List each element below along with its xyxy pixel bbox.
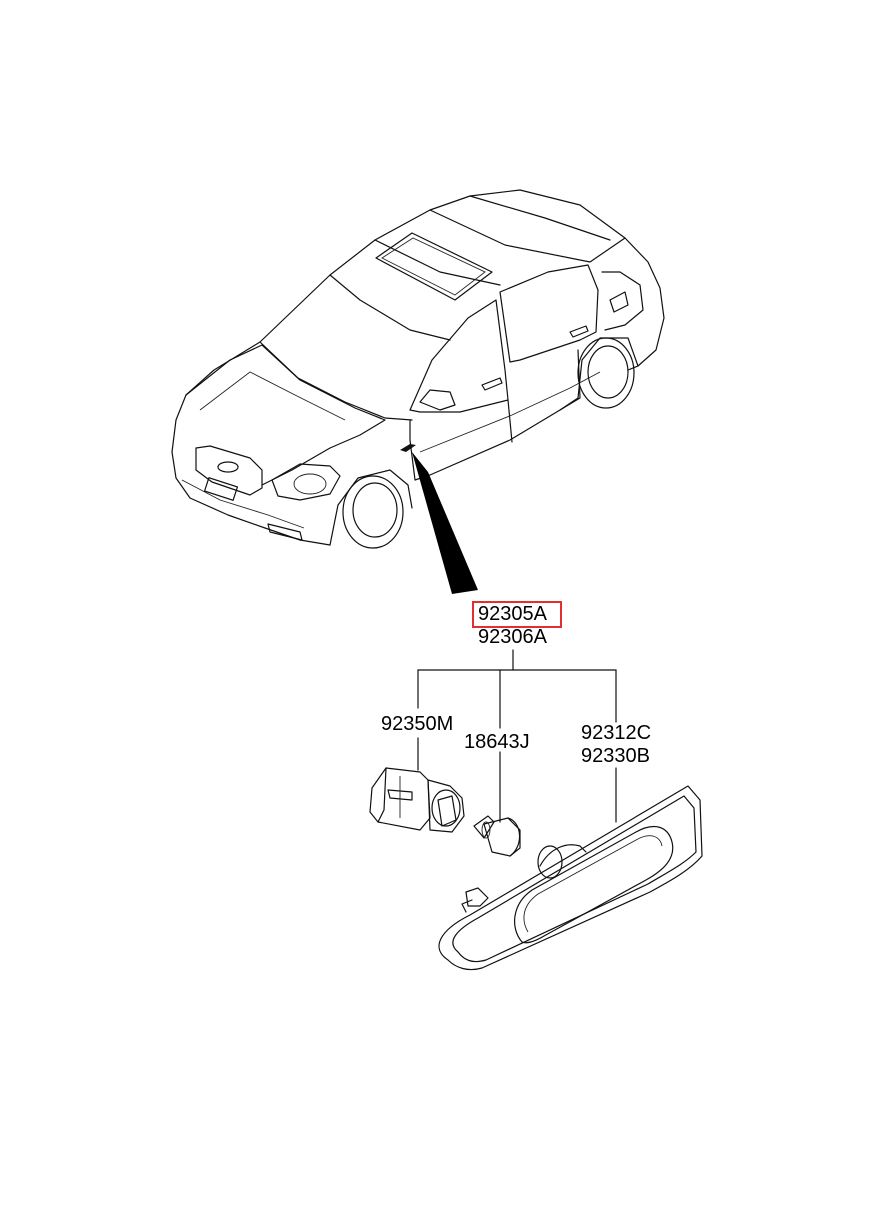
part-number-lens-2[interactable]: 92330B bbox=[581, 745, 650, 767]
sedan-car-icon bbox=[171, 189, 665, 549]
part-number-92306A[interactable]: 92306A bbox=[478, 626, 547, 648]
part-number-bulb[interactable]: 18643J bbox=[464, 731, 530, 753]
highlighted-part-box bbox=[472, 601, 562, 628]
assembly-tree-lines bbox=[417, 649, 617, 823]
part-number-92305A[interactable]: 92305A bbox=[478, 603, 547, 625]
part-number-socket[interactable]: 92350M bbox=[381, 713, 454, 735]
side-repeater-lens-icon bbox=[438, 785, 703, 971]
bulb-socket-icon bbox=[369, 767, 465, 833]
callout-arrow-icon bbox=[412, 452, 478, 594]
part-number-lens[interactable]: 92312C bbox=[581, 722, 652, 744]
bulb-icon bbox=[473, 815, 521, 857]
